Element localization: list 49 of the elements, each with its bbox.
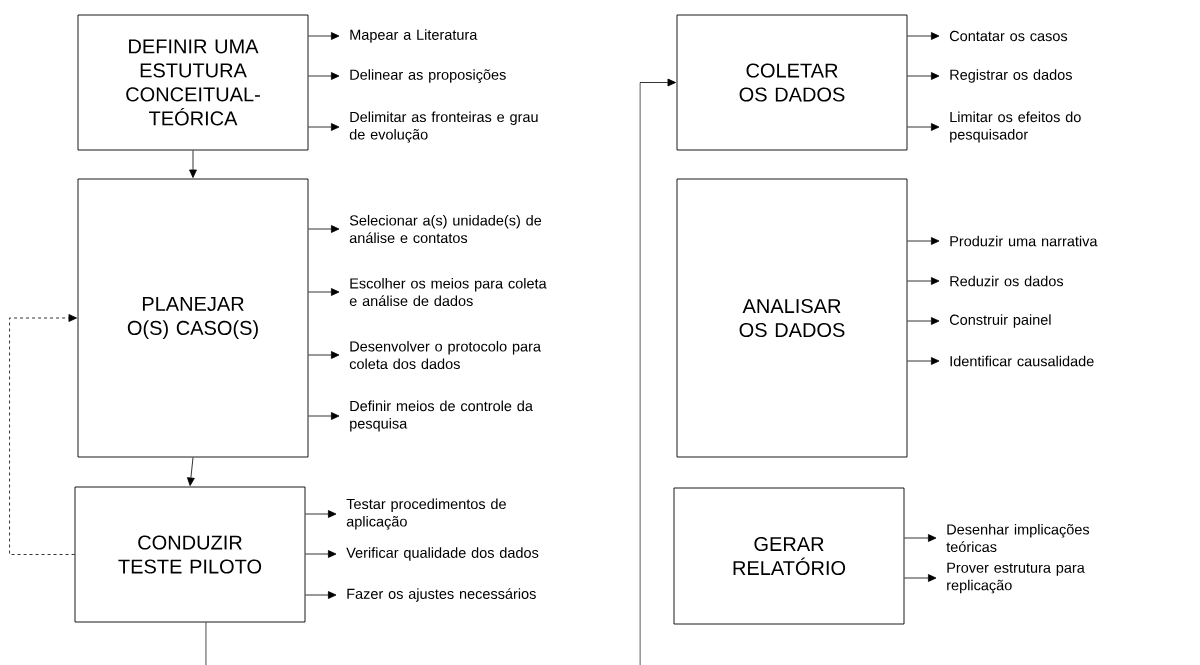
step-text: Delimitar as fronteiras e grau de evolução [349,111,538,143]
arrow [308,288,340,296]
process-box: PLANEJAR O(S) CASO(S) [77,178,309,458]
step-text: Fazer os ajustes necessários [347,588,536,602]
arrow [305,591,337,599]
arrow [308,32,340,40]
arrow [308,123,340,131]
arrow [907,277,940,285]
arrow [308,412,340,420]
arrow [187,457,195,486]
arrow [907,123,940,131]
step-text: Prover estrutura para replicação [947,562,1085,594]
arrow [305,550,337,558]
step-text: Verificar qualidade dos dados [346,547,539,561]
arrow [308,225,340,233]
step-text: Limitar os efeitos do pesquisador [950,111,1081,143]
step-text: Construir painel [949,314,1051,328]
arrow [907,237,940,245]
process-box: CONDUZIR TESTE PILOTO [74,486,306,623]
step-text: Reduzir os dados [950,275,1064,287]
step-text: Desenvolver o protocolo para coleta dos dados [349,340,541,370]
arrow [907,32,940,40]
feedback-arrow [9,314,77,555]
step-text: Escolher os meios para coleta e análise de dados [349,277,547,307]
process-box: DEFINIR UMA ESTUTURA CONCEITUAL-TEÓRICA [77,14,309,151]
arrow [189,150,197,178]
step-text: Delinear as proposições [350,69,506,83]
step-text: Identificar causalidade [950,355,1094,367]
connector-line [205,622,207,665]
arrow [305,510,337,518]
arrow [907,317,940,325]
step-text: Definir meios de controle da pesquisa [350,400,533,432]
process-box: ANALISAR OS DADOS [676,178,908,458]
arrow [308,351,340,359]
step-text: Contatar os casos [949,30,1068,42]
process-box: COLETAR OS DADOS [676,14,908,151]
step-text: Testar procedimentos de aplicação [346,498,506,530]
arrow [308,72,340,80]
step-text: Desenhar implicações teóricas [946,523,1090,553]
arrow [907,72,940,80]
process-box: GERAR RELATÓRIO [673,487,905,625]
step-text: Produzir uma narrativa [950,235,1098,247]
step-text: Selecionar a(s) unidade(s) de análise e contatos [349,214,542,244]
step-text: Registrar os dados [950,69,1072,83]
arrow [904,574,937,582]
arrow [904,534,937,542]
arrow [639,78,676,665]
arrow [907,357,940,365]
step-text: Mapear a Literatura [350,29,478,43]
